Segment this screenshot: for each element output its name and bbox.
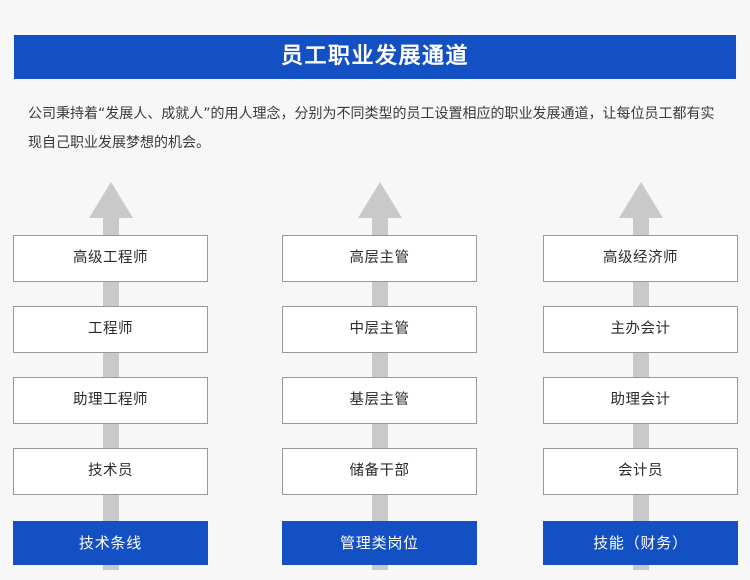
career-track-base[interactable]: 技术条线 <box>13 521 208 565</box>
upward-arrow-icon <box>88 178 134 570</box>
career-track-label: 技术条线 <box>78 533 143 552</box>
career-step-box[interactable]: 会计员 <box>543 448 738 495</box>
career-step-label: 储备干部 <box>349 463 410 480</box>
career-step-box[interactable]: 助理工程师 <box>13 377 208 424</box>
career-step-label: 技术员 <box>88 463 133 480</box>
career-step-label: 基层主管 <box>349 392 410 409</box>
career-step-box[interactable]: 基层主管 <box>282 377 477 424</box>
career-step-label: 会计员 <box>618 463 663 480</box>
career-column-technical: 高级工程师 工程师 助理工程师 技术员 技术条线 <box>13 178 208 570</box>
career-columns: 高级工程师 工程师 助理工程师 技术员 技术条线 高层主管 <box>0 178 750 570</box>
career-track-base[interactable]: 管理类岗位 <box>282 521 477 565</box>
career-track-label: 管理类岗位 <box>339 533 419 552</box>
career-step-box[interactable]: 助理会计 <box>543 377 738 424</box>
career-step-label: 助理工程师 <box>73 392 148 409</box>
career-column-skill-finance: 高级经济师 主办会计 助理会计 会计员 技能（财务） <box>543 178 738 570</box>
page-title: 员工职业发展通道 <box>280 44 469 69</box>
career-step-box[interactable]: 高级经济师 <box>543 235 738 282</box>
career-step-box[interactable]: 主办会计 <box>543 306 738 353</box>
intro-paragraph: 公司秉持着“发展人、成就人”的用人理念，分别为不同类型的员工设置相应的职业发展通… <box>28 106 715 151</box>
header-banner: 员工职业发展通道 <box>14 35 736 79</box>
career-step-box[interactable]: 高层主管 <box>282 235 477 282</box>
upward-arrow-icon <box>357 178 403 570</box>
career-step-box[interactable]: 高级工程师 <box>13 235 208 282</box>
career-track-label: 技能（财务） <box>593 533 688 552</box>
career-step-box[interactable]: 技术员 <box>13 448 208 495</box>
career-step-label: 高层主管 <box>349 250 410 267</box>
career-track-base[interactable]: 技能（财务） <box>543 521 738 565</box>
career-step-label: 主办会计 <box>610 321 671 338</box>
upward-arrow-icon <box>618 178 664 570</box>
career-step-label: 工程师 <box>88 321 133 338</box>
career-step-box[interactable]: 储备干部 <box>282 448 477 495</box>
career-column-management: 高层主管 中层主管 基层主管 储备干部 管理类岗位 <box>282 178 477 570</box>
career-step-label: 助理会计 <box>610 392 671 409</box>
career-step-label: 中层主管 <box>349 321 410 338</box>
career-step-box[interactable]: 中层主管 <box>282 306 477 353</box>
career-step-label: 高级经济师 <box>603 250 678 267</box>
career-step-box[interactable]: 工程师 <box>13 306 208 353</box>
career-step-label: 高级工程师 <box>73 250 148 267</box>
